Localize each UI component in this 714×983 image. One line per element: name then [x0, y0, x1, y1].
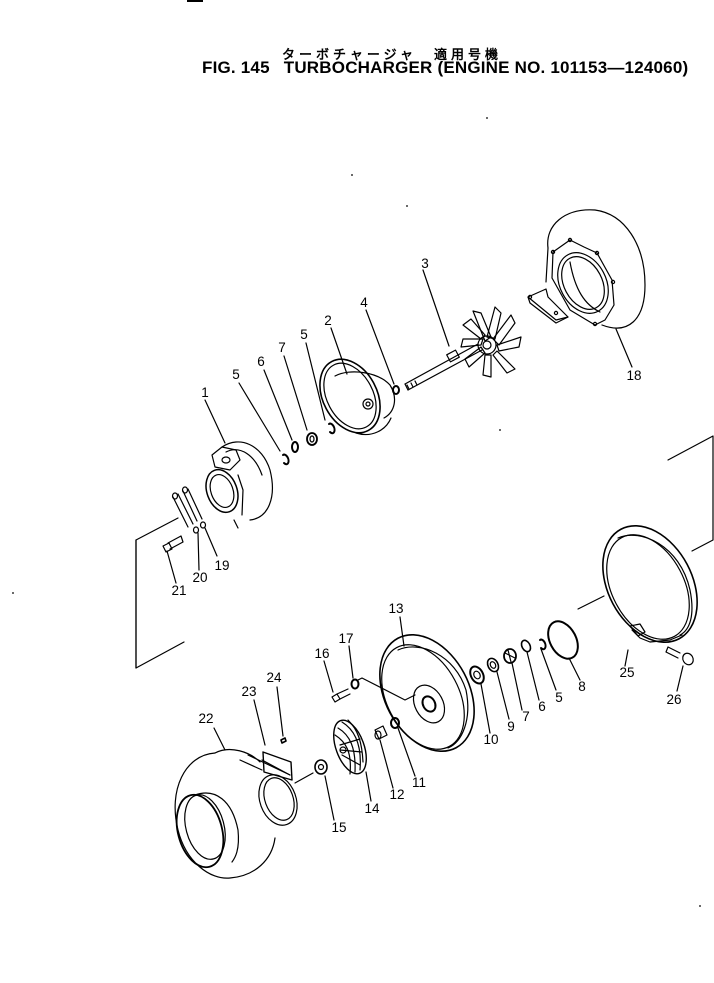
compressor-housing-illustration [174, 686, 298, 879]
title-japanese: ターボチャージャ 適用号機 [282, 48, 502, 63]
figure-title: TURBOCHARGER (ENGINE NO. 101153—124060) [283, 58, 689, 77]
callout-11: 11 [411, 775, 427, 790]
turbine-housing-illustration [527, 209, 646, 368]
page-title: FIG. 145 TURBOCHARGER (ENGINE NO. 101153—… [202, 58, 688, 78]
callout-7-lower: 7 [522, 709, 530, 724]
callout-15: 15 [331, 820, 347, 835]
callout-23: 23 [241, 684, 257, 699]
callout-9: 9 [507, 719, 515, 734]
callout-4: 4 [360, 295, 368, 310]
callout-5-lower: 5 [555, 690, 563, 705]
callout-7-upper: 7 [278, 340, 286, 355]
top-crop-mark [187, 0, 203, 2]
lock-plate-bolt-illustration [135, 486, 218, 669]
callout-8: 8 [578, 679, 586, 694]
callout-18: 18 [626, 368, 642, 383]
o-ring-illustration [547, 620, 581, 681]
bracket-right [667, 435, 714, 552]
callout-5-upper-right: 5 [300, 327, 308, 342]
callout-3: 3 [421, 256, 429, 271]
callout-25: 25 [619, 665, 635, 680]
upper-ring-set-illustration [238, 342, 336, 466]
callout-10: 10 [483, 732, 499, 747]
bearing-housing-illustration [357, 616, 475, 752]
turbine-housing-flange-illustration [204, 399, 273, 529]
callout-12: 12 [389, 787, 405, 802]
spacer-seal-illustration [374, 717, 416, 789]
figure-number: FIG. 145 [202, 58, 270, 77]
callout-14: 14 [364, 801, 380, 816]
callout-22: 22 [198, 711, 214, 726]
nut-illustration [294, 759, 335, 821]
scan-specks [12, 117, 701, 907]
callout-2: 2 [324, 313, 332, 328]
bolt-26-illustration [665, 646, 694, 692]
seal-ring-illustration [365, 309, 400, 395]
callout-19: 19 [214, 558, 230, 573]
back-plate-illustration [319, 327, 396, 436]
callout-24: 24 [266, 670, 282, 685]
callout-6-upper: 6 [257, 354, 265, 369]
bolt-washer-illustration [323, 645, 360, 703]
callout-26: 26 [666, 692, 682, 707]
callout-6-lower: 6 [538, 699, 546, 714]
compressor-wheel-illustration [333, 719, 372, 802]
callout-16: 16 [314, 646, 330, 661]
callout-13: 13 [388, 601, 404, 616]
turbine-wheel-shaft-illustration [404, 269, 522, 391]
callout-20: 20 [192, 570, 208, 585]
callout-1: 1 [201, 385, 209, 400]
callout-21: 21 [171, 583, 187, 598]
callout-5-upper-left: 5 [232, 367, 240, 382]
callout-17: 17 [338, 631, 354, 646]
clamp-illustration [577, 525, 698, 667]
lower-ring-set-illustration [469, 638, 557, 734]
